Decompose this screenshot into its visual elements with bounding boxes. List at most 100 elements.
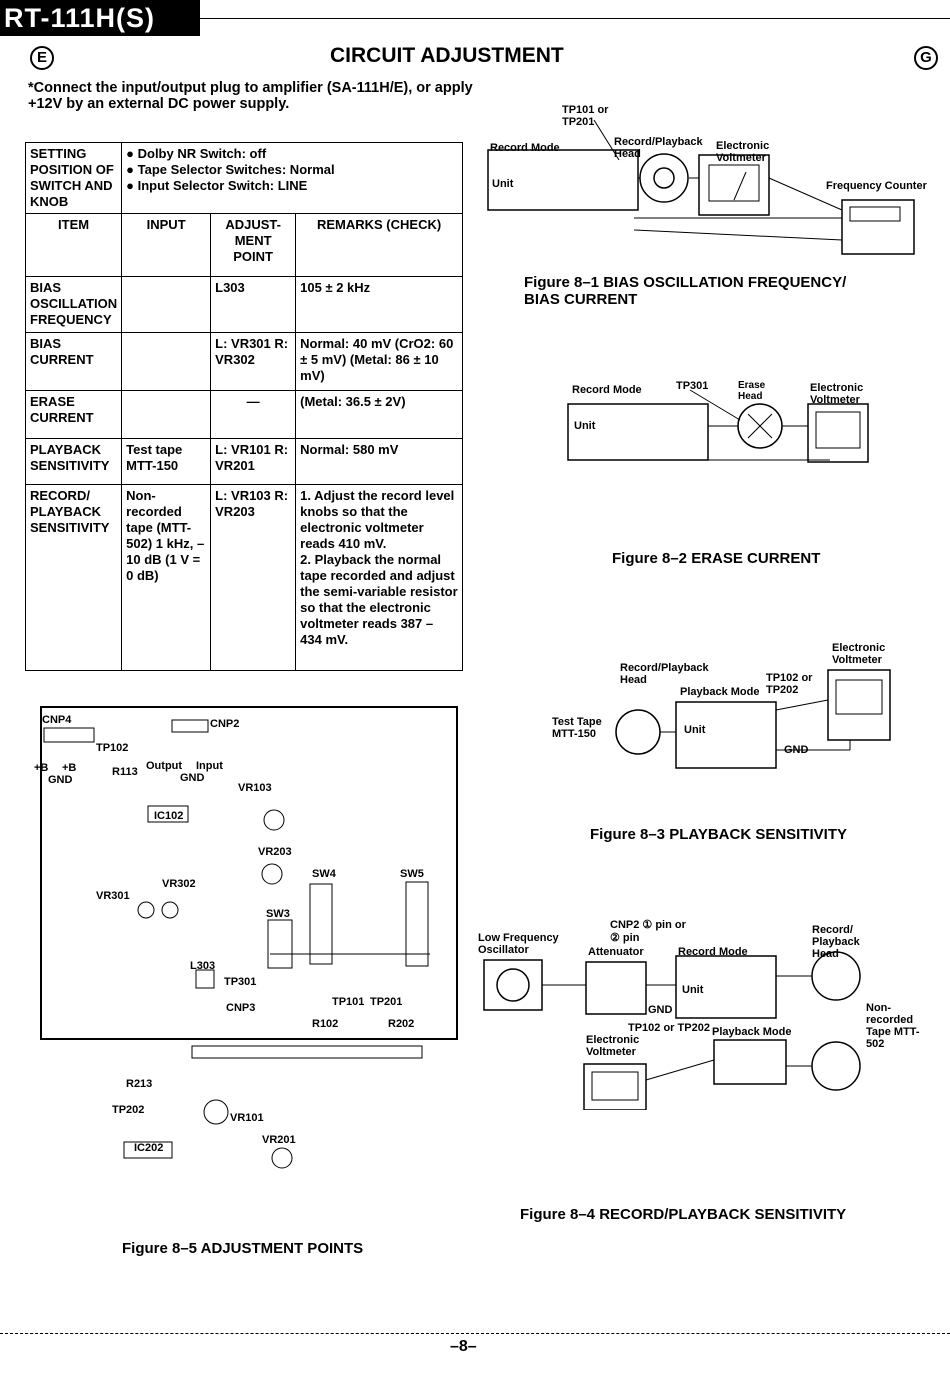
fig4-rec-mode: Record Mode bbox=[678, 946, 748, 958]
setting-items: ● Dolby NR Switch: off ● Tape Selector S… bbox=[121, 142, 463, 214]
row-input bbox=[121, 390, 212, 439]
row-remarks: 1. Adjust the record level knobs so that… bbox=[295, 484, 463, 671]
fig4-head-label: Record/ Playback Head bbox=[812, 924, 860, 960]
fig5-caption: Figure 8–5 ADJUSTMENT POINTS bbox=[122, 1240, 364, 1257]
fig3-head-label: Record/Playback Head bbox=[620, 662, 709, 686]
row-adj: L: VR101 R: VR201 bbox=[210, 438, 297, 485]
fig1-head-label: Record/Playback Head bbox=[614, 136, 703, 160]
fig5-sw5: SW5 bbox=[400, 868, 424, 880]
fig2-record-mode: Record Mode bbox=[572, 384, 642, 396]
lang-marker-left: E bbox=[30, 46, 54, 70]
section-title: CIRCUIT ADJUSTMENT bbox=[330, 44, 564, 67]
row-remarks: 105 ± 2 kHz bbox=[295, 276, 463, 333]
fig5-b2: +B bbox=[62, 762, 77, 774]
row-item: PLAYBACK SENSITIVITY bbox=[24, 438, 123, 485]
fig1-unit-label: Unit bbox=[492, 178, 514, 190]
connection-note: *Connect the input/output plug to amplif… bbox=[28, 80, 473, 112]
fig5-r102: R102 bbox=[312, 1018, 339, 1030]
bottom-rule bbox=[0, 1333, 950, 1334]
fig2-voltmeter-label: Electronic Voltmeter bbox=[810, 382, 864, 406]
fig5-cnp4: CNP4 bbox=[42, 714, 72, 726]
row-input: Test tape MTT-150 bbox=[121, 438, 212, 485]
fig1-diagram bbox=[487, 119, 915, 255]
adjustment-table: SETTING POSITION OF SWITCH AND KNOB ● Do… bbox=[24, 142, 463, 671]
row-item: BIAS OSCILLATION FREQUENCY bbox=[24, 276, 123, 333]
fig1-record-mode: Record Mode bbox=[490, 142, 560, 154]
fig3-voltmeter-label: Electronic Voltmeter bbox=[832, 642, 886, 666]
fig5-ic202: IC202 bbox=[134, 1142, 164, 1154]
fig3-tape-label: Test Tape MTT-150 bbox=[552, 716, 602, 740]
setting-item: ● Dolby NR Switch: off bbox=[126, 146, 267, 161]
table-row: RECORD/ PLAYBACK SENSITIVITY Non-recorde… bbox=[24, 484, 463, 671]
fig3-tp-label: TP102 or TP202 bbox=[766, 672, 813, 696]
fig2-diagram bbox=[567, 389, 869, 463]
fig4-cnp-label: CNP2 ① pin or ② pin bbox=[610, 919, 686, 944]
fig4-gnd-label: GND bbox=[648, 1004, 673, 1016]
row-input: Non-recorded tape (MTT-502) 1 kHz, –10 d… bbox=[121, 484, 212, 671]
fig4-caption: Figure 8–4 RECORD/PLAYBACK SENSITIVITY bbox=[520, 1206, 847, 1223]
lang-marker-right: G bbox=[914, 46, 938, 70]
fig5-vr203: VR203 bbox=[258, 846, 292, 858]
remark-step: 2. Playback the normal tape recorded and… bbox=[300, 552, 458, 647]
setting-label: SETTING POSITION OF SWITCH AND KNOB bbox=[24, 142, 123, 214]
fig5-r113: R113 bbox=[112, 766, 138, 778]
fig1-tp-label: TP101 or TP201 bbox=[562, 104, 609, 128]
fig2-head-label: Erase Head bbox=[738, 380, 766, 402]
fig5-gnd2: GND bbox=[180, 772, 205, 784]
col-adjustment-point: ADJUST-MENT POINT bbox=[210, 213, 297, 277]
fig1-counter-label: Frequency Counter bbox=[826, 180, 927, 192]
fig3-diagram bbox=[615, 669, 891, 769]
fig5-sw3: SW3 bbox=[266, 908, 290, 920]
fig5-ic102: IC102 bbox=[154, 810, 184, 822]
fig5-gnd: GND bbox=[48, 774, 73, 786]
col-input: INPUT bbox=[121, 213, 212, 277]
table-row: PLAYBACK SENSITIVITY Test tape MTT-150 L… bbox=[24, 438, 463, 485]
fig5-b1: +B bbox=[34, 762, 49, 774]
table-row: ERASE CURRENT — (Metal: 36.5 ± 2V) bbox=[24, 390, 463, 439]
fig5-vr302: VR302 bbox=[162, 878, 196, 890]
fig5-input: Input bbox=[196, 760, 223, 772]
fig3-caption: Figure 8–3 PLAYBACK SENSITIVITY bbox=[590, 826, 848, 843]
row-remarks: (Metal: 36.5 ± 2V) bbox=[295, 390, 463, 439]
setting-row: SETTING POSITION OF SWITCH AND KNOB ● Do… bbox=[24, 142, 463, 214]
fig5-tp101: TP101 bbox=[332, 996, 365, 1008]
fig4-osc-label: Low Frequency Oscillator bbox=[478, 932, 559, 956]
col-item: ITEM bbox=[24, 213, 123, 277]
page-number: –8– bbox=[450, 1338, 477, 1355]
fig5-vr103: VR103 bbox=[238, 782, 272, 794]
fig4-diagram bbox=[483, 951, 861, 1110]
row-adj: L: VR103 R: VR203 bbox=[210, 484, 297, 671]
fig5-l303: L303 bbox=[190, 960, 216, 972]
row-remarks: Normal: 40 mV (CrO2: 60 ± 5 mV) (Metal: … bbox=[295, 332, 463, 391]
fig2-unit-label: Unit bbox=[574, 420, 596, 432]
row-input bbox=[121, 332, 212, 391]
row-item: BIAS CURRENT bbox=[24, 332, 123, 391]
fig5-r202: R202 bbox=[388, 1018, 415, 1030]
remark-step: 1. Adjust the record level knobs so that… bbox=[300, 488, 455, 551]
row-item: ERASE CURRENT bbox=[24, 390, 123, 439]
fig4-att-label: Attenuator bbox=[588, 946, 644, 958]
fig5-sw4: SW4 bbox=[312, 868, 336, 880]
fig1-voltmeter-label: Electronic Voltmeter bbox=[716, 140, 770, 164]
fig5-tp102: TP102 bbox=[96, 742, 129, 754]
pcb-outline bbox=[40, 706, 458, 1040]
row-adj: L: VR301 R: VR302 bbox=[210, 332, 297, 391]
fig3-mode-label: Playback Mode bbox=[680, 686, 760, 698]
fig4-tape-label: Non-recorded Tape MTT-502 bbox=[866, 1002, 920, 1050]
header-row: ITEM INPUT ADJUST-MENT POINT REMARKS (CH… bbox=[24, 213, 463, 277]
fig2-tp-label: TP301 bbox=[676, 380, 709, 392]
fig2-caption: Figure 8–2 ERASE CURRENT bbox=[612, 550, 821, 567]
fig4-unit-label: Unit bbox=[682, 984, 704, 996]
fig5-output: Output bbox=[146, 760, 183, 772]
table-row: BIAS OSCILLATION FREQUENCY L303 105 ± 2 … bbox=[24, 276, 463, 333]
top-rule bbox=[200, 18, 950, 19]
fig5-vr101: VR101 bbox=[230, 1112, 264, 1124]
fig3-gnd-label: GND bbox=[784, 744, 809, 756]
fig4-voltmeter-label: Electronic Voltmeter bbox=[586, 1034, 640, 1058]
row-adj: L303 bbox=[210, 276, 297, 333]
fig1-caption: Figure 8–1 BIAS OSCILLATION FREQUENCY/ B… bbox=[524, 274, 847, 308]
fig3-unit-label: Unit bbox=[684, 724, 706, 736]
fig5-cnp3: CNP3 bbox=[226, 1002, 256, 1014]
row-item: RECORD/ PLAYBACK SENSITIVITY bbox=[24, 484, 123, 671]
fig5-tp201: TP201 bbox=[370, 996, 403, 1008]
